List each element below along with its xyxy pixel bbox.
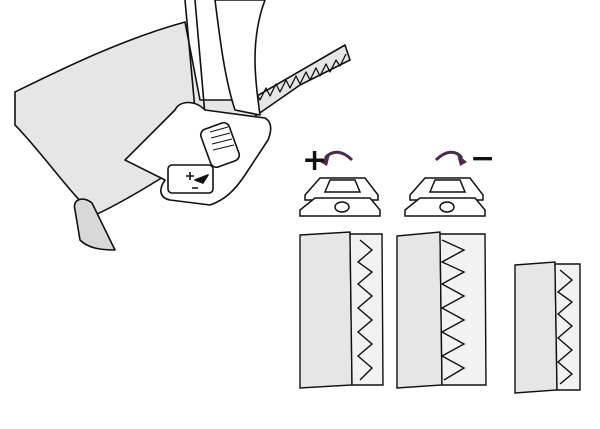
- sample-medium: [396, 231, 487, 389]
- presser-foot-scene: [14, 0, 351, 251]
- arrow-head: [457, 154, 467, 166]
- plus-minus-mark: [186, 172, 209, 189]
- curved-arrow-right-icon: [434, 150, 464, 162]
- needle: [194, 0, 206, 116]
- sample-narrow: [514, 261, 581, 394]
- increase-symbol: +: [302, 143, 328, 178]
- curved-arrow-left-icon: [323, 150, 354, 162]
- hand: [214, 0, 266, 116]
- arrow-head: [320, 154, 330, 166]
- wheel-diagram-increase: [299, 177, 381, 217]
- sample-wide: [299, 231, 384, 389]
- fabric-folded-edge: [73, 198, 116, 251]
- wheel-ridges: [209, 126, 235, 151]
- decrease-symbol: −: [470, 141, 496, 176]
- wheel-diagram-decrease: [404, 177, 486, 217]
- overlock-zigzag-stitch: [249, 53, 347, 101]
- needle-thread: [184, 0, 196, 111]
- adjusting-wheel: [199, 121, 241, 169]
- presser-foot: [124, 101, 272, 206]
